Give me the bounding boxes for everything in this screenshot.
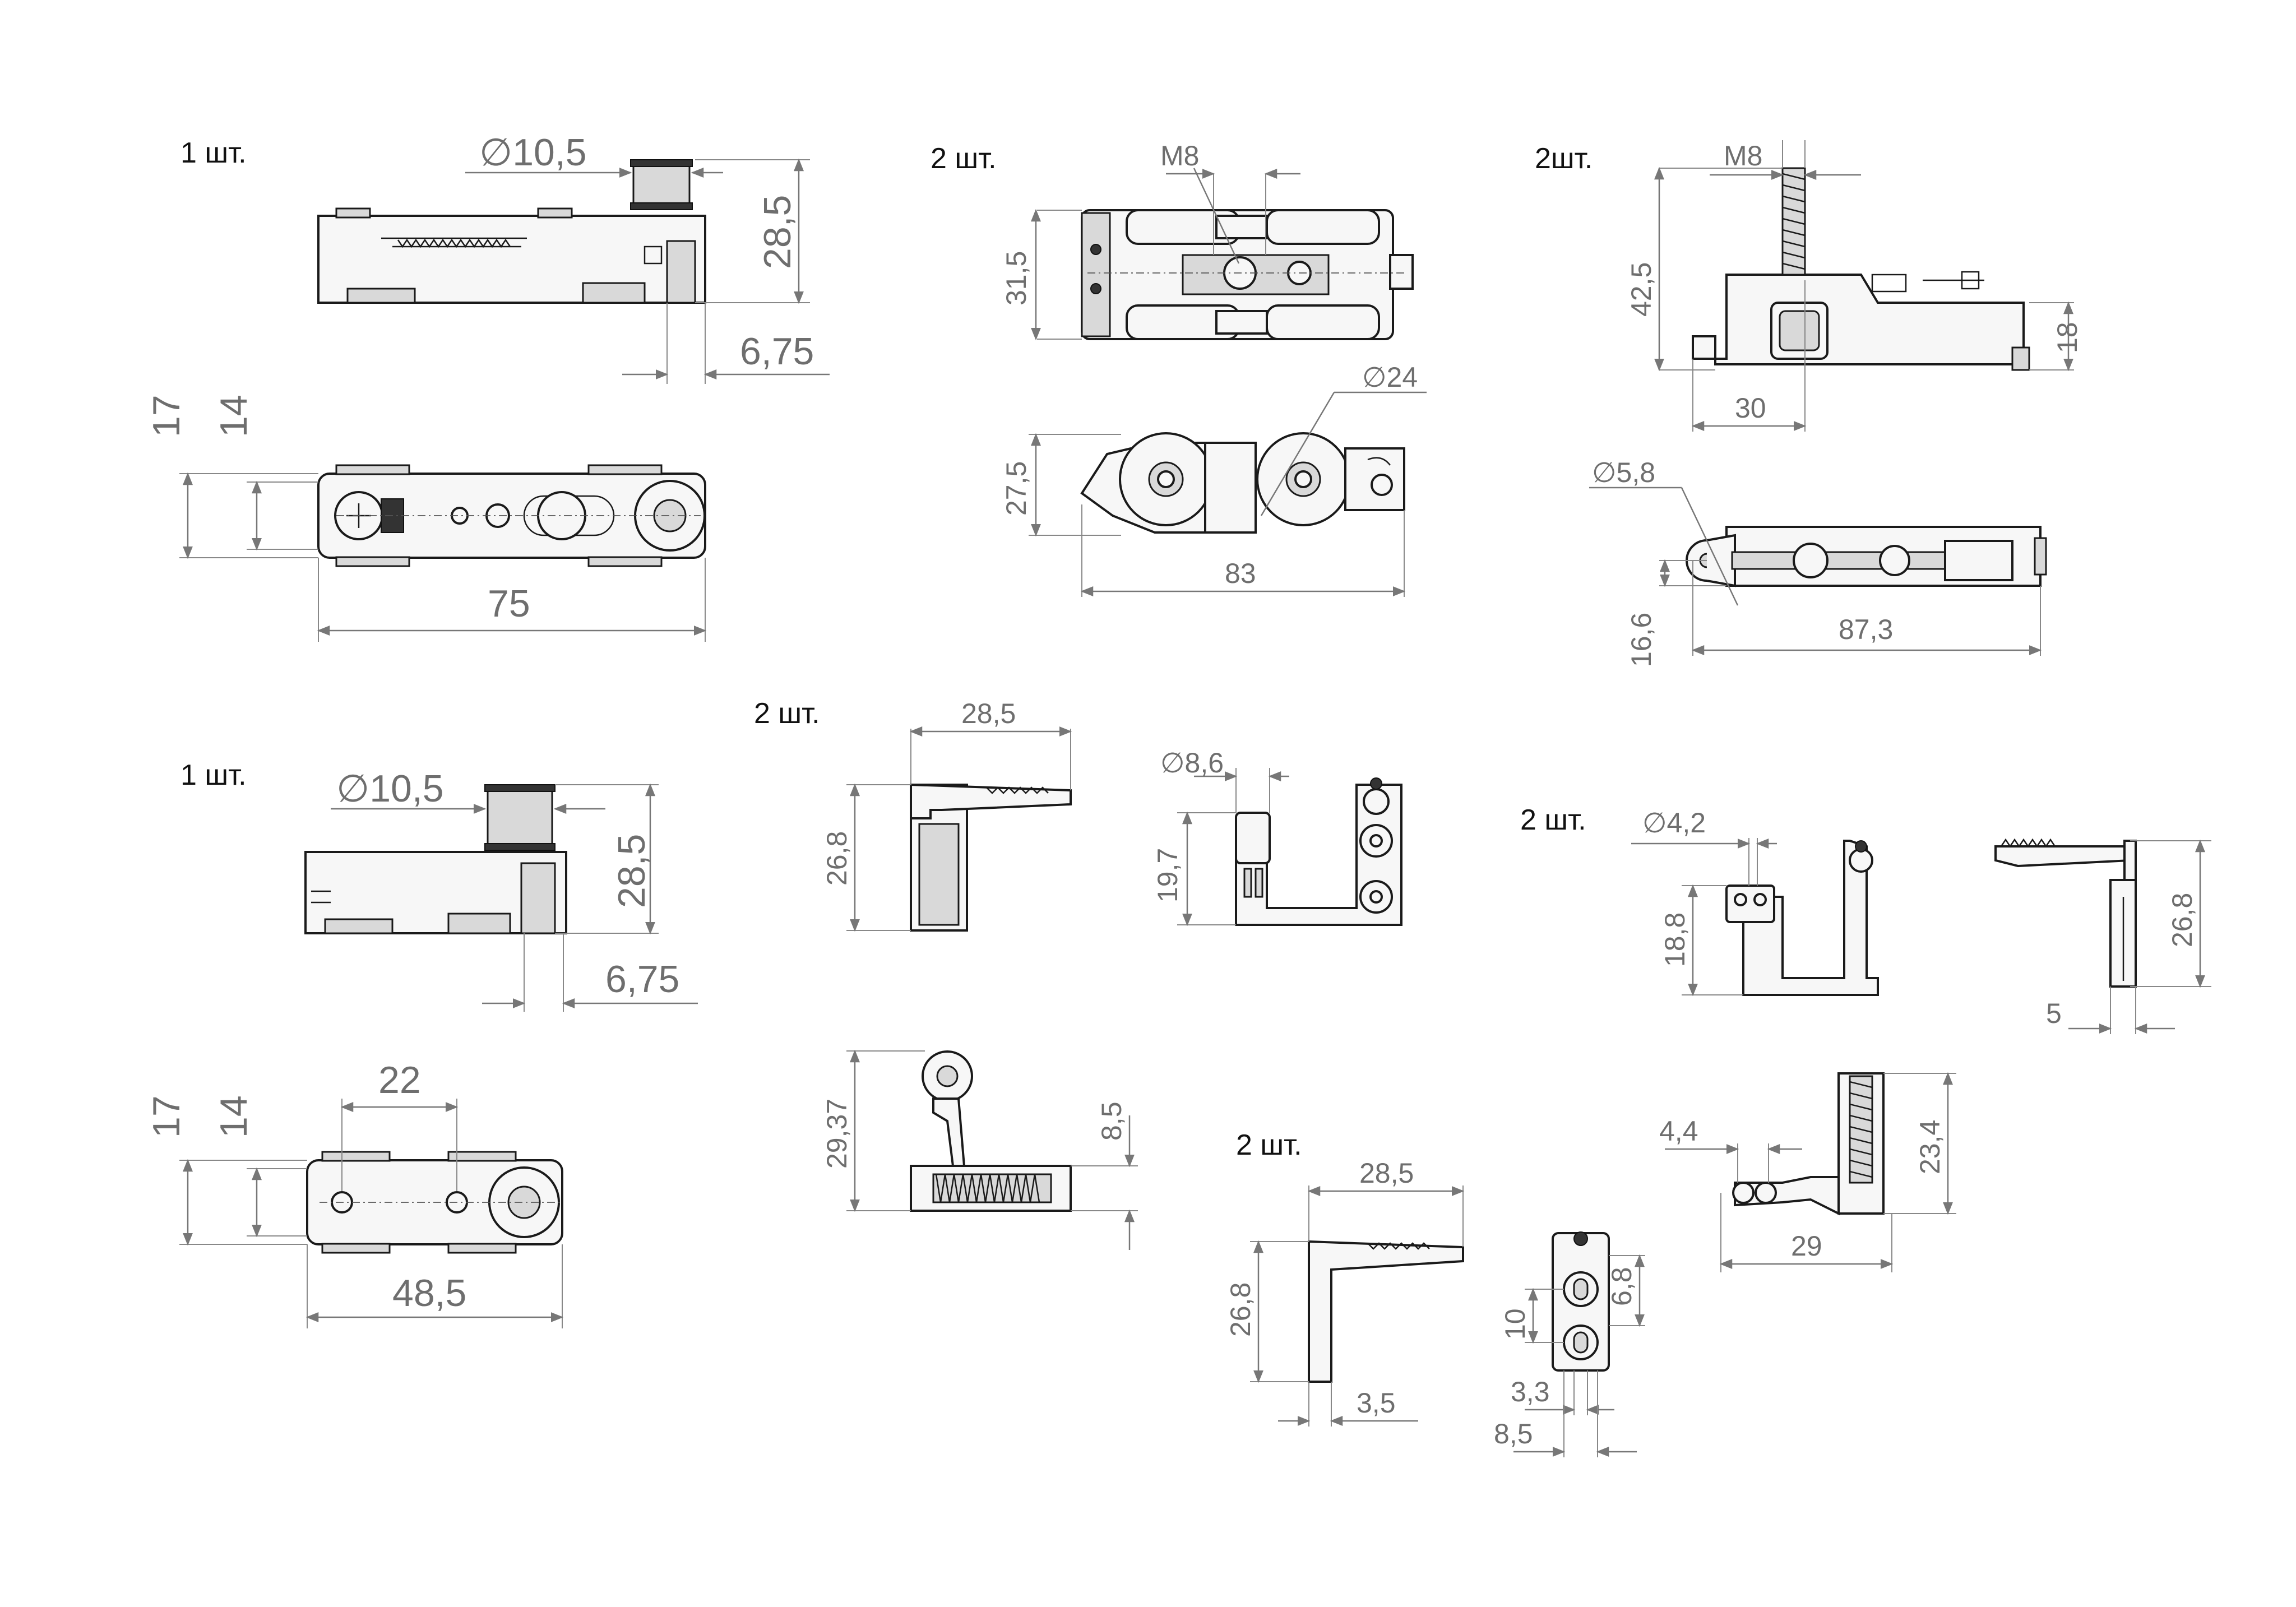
dimension-pitch: 22 [378, 1059, 421, 1101]
part-5-view-c: 29,37 8,5 [821, 1049, 1138, 1250]
quantity-label: 2шт. [1535, 142, 1593, 175]
dimension-height: 19,7 [1152, 848, 1183, 902]
quantity-label: 2 шт. [1520, 804, 1586, 836]
dimension-diameter: ∅10,5 [336, 767, 444, 810]
part-7-drawing: 2 шт. 28,5 26,8 3,5 [1225, 1129, 1645, 1457]
part-1-top-view: 17 14 75 [145, 395, 707, 642]
part-3-drawing: 2шт. M8 42,5 18 30 [1535, 140, 2083, 667]
dimension-height: 26,8 [2167, 893, 2198, 947]
dimension-length: 83 [1225, 558, 1256, 589]
dimension-length: 48,5 [392, 1272, 466, 1314]
part-7-view-a: 28,5 26,8 3,5 [1225, 1157, 1465, 1427]
dimension-height-2: 10 [1499, 1308, 1531, 1340]
dimension-width: 3,3 [1511, 1376, 1550, 1407]
dimension-offset: 6,75 [605, 958, 679, 1001]
part-5-drawing: 2 шт. 28,5 26,8 [754, 697, 1402, 1250]
part-4-top-view: 17 14 22 48,5 [145, 1059, 564, 1328]
part-2-drawing: 2 шт. M8 31,5 [931, 140, 1427, 597]
part-3-top-view: ∅5,8 16,6 87,3 [1589, 457, 2047, 667]
dimension-width-2: 8,5 [1494, 1418, 1533, 1449]
dimension-height: 29,37 [821, 1099, 853, 1169]
dimension-width-inner: 14 [212, 395, 255, 437]
dimension-thickness: 3,5 [1357, 1387, 1396, 1419]
dimension-width: 28,5 [1359, 1157, 1414, 1189]
dimension-width-outer: 17 [145, 395, 188, 437]
quantity-label: 1 шт. [180, 137, 247, 169]
part-2-top-view: M8 31,5 [1001, 140, 1414, 341]
dimension-height: 31,5 [1001, 251, 1032, 305]
dimension-width-outer: 17 [145, 1095, 188, 1138]
dimension-width: 28,5 [961, 698, 1016, 729]
part-6-view-c: 4,4 23,4 29 [1659, 1072, 1956, 1272]
dimension-length: 29 [1791, 1230, 1822, 1262]
quantity-label: 2 шт. [754, 697, 820, 730]
dimension-diameter: ∅5,8 [1592, 457, 1655, 488]
dimension-diameter: ∅24 [1362, 362, 1418, 393]
dimension-height: 28,5 [610, 834, 653, 908]
dimension-height-2: 18 [2052, 322, 2083, 353]
dimension-offset: 6,75 [740, 330, 814, 373]
part-4-side-view: ∅10,5 28,5 6,75 [304, 767, 698, 1012]
dimension-height: 26,8 [821, 831, 853, 886]
part-6-view-b: 26,8 5 [1994, 838, 2211, 1034]
dimension-width: 5 [2046, 998, 2062, 1029]
quantity-label: 1 шт. [180, 759, 247, 791]
dimension-thread: M8 [1724, 140, 1762, 172]
dimension-length: 75 [488, 582, 530, 625]
part-1-side-view: ∅10,5 28,5 6,75 [317, 131, 830, 384]
part-2-side-view: ∅24 27,5 83 [1001, 362, 1427, 597]
part-5-view-a: 28,5 26,8 [821, 698, 1072, 932]
dimension-height: 23,4 [1914, 1120, 1946, 1174]
dimension-width-inner: 14 [212, 1095, 255, 1138]
dimension-height: 6,8 [1606, 1267, 1637, 1306]
dimension-diameter: ∅8,6 [1160, 747, 1224, 779]
dimension-height: 16,6 [1626, 613, 1657, 667]
dimension-spacing: 4,4 [1659, 1115, 1698, 1147]
dimension-height: 42,5 [1626, 262, 1657, 317]
part-5-view-b: ∅8,6 19,7 [1152, 747, 1402, 927]
quantity-label: 2 шт. [931, 142, 997, 175]
dimension-thread: M8 [1160, 140, 1199, 172]
part-4-drawing: 1 шт. ∅10,5 28,5 6,75 [145, 759, 698, 1328]
part-7-view-b: 6,8 10 3,3 8,5 [1494, 1231, 1645, 1457]
dimension-height-2: 8,5 [1096, 1101, 1127, 1141]
dimension-height: 27,5 [1001, 461, 1032, 516]
dimension-width: 30 [1735, 392, 1766, 424]
quantity-label: 2 шт. [1236, 1129, 1302, 1161]
part-3-side-view: M8 42,5 18 30 [1626, 140, 2083, 432]
dimension-height: 26,8 [1225, 1282, 1256, 1337]
part-6-view-a: ∅4,2 18,8 [1631, 807, 1879, 997]
dimension-height: 18,8 [1659, 913, 1691, 967]
dimension-length: 87,3 [1839, 614, 1893, 645]
part-1-drawing: 1 шт. ∅10,5 28,5 6,75 [145, 131, 830, 642]
dimension-height: 28,5 [756, 195, 799, 269]
dimension-diameter: ∅10,5 [479, 131, 587, 174]
dimension-diameter: ∅4,2 [1642, 807, 1706, 839]
part-6-drawing: 2 шт. ∅4,2 18,8 [1520, 804, 2211, 1272]
